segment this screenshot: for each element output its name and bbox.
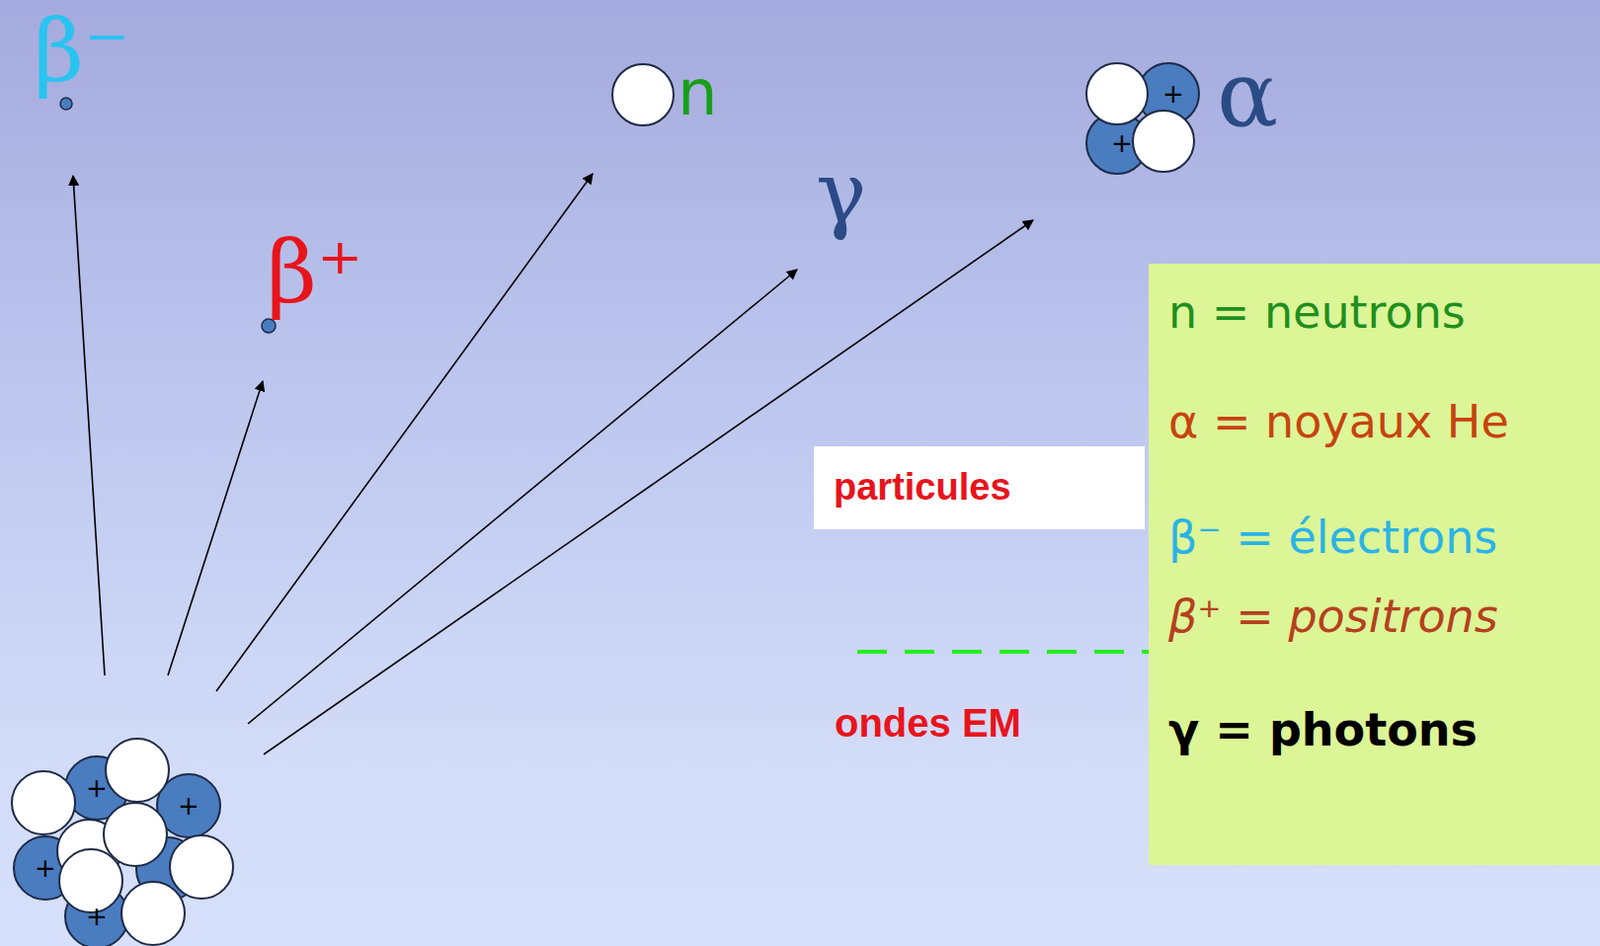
legend-entry: γ = photons bbox=[1168, 703, 1478, 758]
particle-symbol: γ bbox=[815, 150, 867, 236]
charge-sign: + bbox=[34, 855, 57, 881]
category-label: particules bbox=[833, 465, 1012, 511]
legend-panel: n = neutrons α = noyaux He β⁻ = électrons β… bbox=[1148, 263, 1600, 866]
charge-sign: + bbox=[85, 775, 108, 801]
positron-dot bbox=[261, 319, 276, 333]
particle-symbol: n bbox=[677, 61, 719, 125]
legend-entry: β⁻ = électrons bbox=[1168, 510, 1498, 565]
category-label: ondes EM bbox=[834, 703, 1022, 743]
particle-symbol: β⁺ bbox=[266, 229, 363, 317]
alpha-particle bbox=[1086, 63, 1200, 174]
arrow bbox=[167, 381, 263, 676]
legend-entry: α = noyaux He bbox=[1168, 395, 1510, 450]
charge-sign: + bbox=[1162, 80, 1185, 107]
legend-entry: β⁺ = positrons bbox=[1168, 589, 1499, 644]
arrow bbox=[216, 173, 593, 692]
particle-symbol: β⁻ bbox=[33, 7, 130, 95]
neutron-circle bbox=[612, 64, 674, 126]
charge-sign: + bbox=[85, 903, 108, 930]
particle-symbol: α bbox=[1216, 49, 1279, 141]
legend-entry: n = neutrons bbox=[1168, 285, 1466, 340]
arrow bbox=[263, 220, 1034, 755]
nucleus bbox=[11, 738, 234, 946]
charge-sign: + bbox=[177, 793, 200, 819]
charge-sign: + bbox=[1111, 130, 1133, 157]
electron-dot bbox=[60, 97, 73, 110]
arrow bbox=[73, 175, 105, 676]
category-box: particules bbox=[813, 446, 1145, 530]
arrow bbox=[247, 269, 798, 724]
